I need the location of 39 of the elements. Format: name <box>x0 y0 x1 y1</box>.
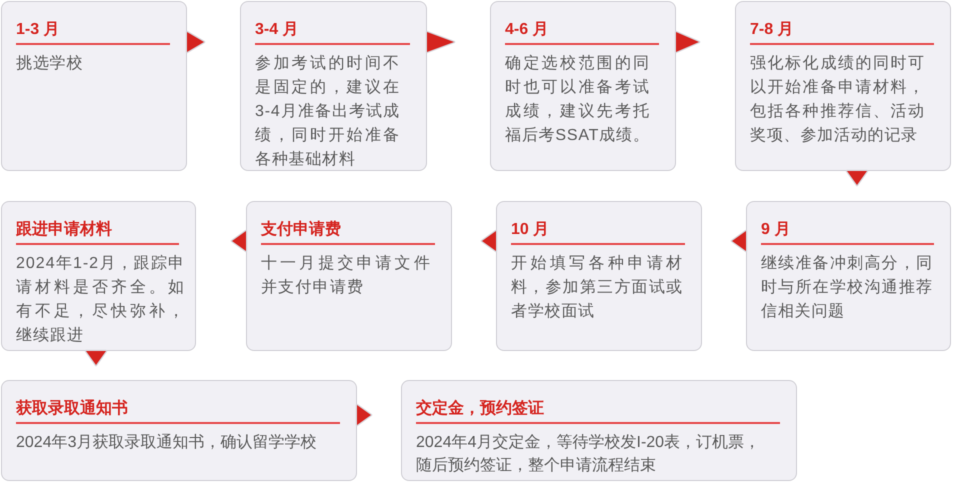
step-heading: 获取录取通知书 <box>16 398 128 419</box>
arrow <box>356 404 372 426</box>
step-description: 确定选校范围的同时也可以准备考试成绩，建议先考托福后考SSAT成绩。 <box>505 54 650 146</box>
step-heading: 4-6 月 <box>505 20 549 40</box>
step-heading: 3-4 月 <box>255 20 299 40</box>
step-description: 2024年1-2月，跟踪申请材料是否齐全。如有不足，尽快弥补，继续跟进 <box>16 254 185 346</box>
step-card <box>1 380 357 481</box>
arrow <box>846 170 868 186</box>
step-card <box>1 201 196 351</box>
step-card <box>1 1 187 171</box>
step-heading: 支付申请费 <box>261 220 341 240</box>
step-card <box>240 1 427 171</box>
step-heading: 7-8 月 <box>750 20 794 40</box>
step-description: 2024年3月获取录取通知书，确认留学学校 <box>16 432 318 452</box>
step-heading: 9 月 <box>761 220 790 240</box>
step-heading: 10 月 <box>511 220 550 240</box>
step-description: 参加考试的时间不是固定的，建议在3-4月准备出考试成绩，同时开始准备各种基础材料 <box>255 54 400 170</box>
step-description: 挑选学校 <box>16 54 84 74</box>
step-heading: 跟进申请材料 <box>16 220 112 240</box>
step-card <box>746 201 951 351</box>
arrow <box>674 30 700 54</box>
step-card <box>496 201 702 351</box>
step-heading: 交定金，预约签证 <box>416 398 544 419</box>
step-description: 继续准备冲刺高分，同时与所在学校沟通推荐信相关问题 <box>761 254 933 322</box>
step-card <box>735 1 951 171</box>
step-description: 2024年4月交定金，等待学校发I-20表，订机票，随后预约签证，整个申请流程结束 <box>416 432 762 476</box>
step-card <box>246 201 452 351</box>
arrow <box>186 30 206 54</box>
arrow <box>730 230 748 252</box>
step-description: 十一月提交申请文件并支付申请费 <box>261 254 431 298</box>
arrow <box>480 230 498 252</box>
arrow <box>84 350 108 366</box>
step-card <box>490 1 676 171</box>
step-card <box>401 380 797 481</box>
arrow <box>230 230 248 252</box>
step-description: 开始填写各种申请材料，参加第三方面试或者学校面试 <box>511 254 683 322</box>
step-heading: 1-3 月 <box>16 20 60 40</box>
step-description: 强化标化成绩的同时可以开始准备申请材料，包括各种推荐信、活动奖项、参加活动的记录 <box>750 54 925 146</box>
arrow <box>426 30 456 54</box>
